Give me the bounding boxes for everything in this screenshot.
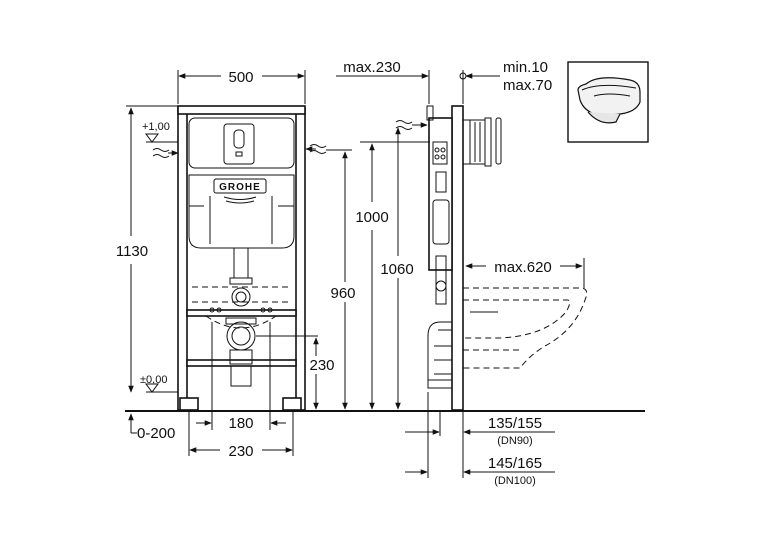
wall-hung-toilet-icon xyxy=(567,61,649,143)
grohe-logo: GROHE xyxy=(219,182,261,193)
dim-wall-thickness xyxy=(459,70,500,104)
dim-1000 xyxy=(360,141,430,410)
front-pipework xyxy=(192,247,290,387)
bowl-projection-label: max.620 xyxy=(494,259,552,276)
h960-label: 960 xyxy=(330,285,355,302)
height-label: 1130 xyxy=(116,243,148,260)
dim-bolt-180 xyxy=(196,345,286,430)
front-water-inlets xyxy=(152,144,352,158)
pipe100-label: 145/165 xyxy=(488,455,542,472)
dim-height-1130 xyxy=(126,105,178,393)
max-depth-label: max.230 xyxy=(343,59,401,76)
level-top-label: +1,00 xyxy=(142,121,170,133)
adjust-label: 0-200 xyxy=(137,425,175,442)
dim-width-500 xyxy=(177,70,306,104)
dim-adjust-0-200 xyxy=(128,413,137,434)
bolt-spacing-label: 180 xyxy=(228,415,253,432)
pipe90-label: 135/155 xyxy=(488,415,542,432)
drain-height-label: 230 xyxy=(309,357,334,374)
wall-max-label: max.70 xyxy=(503,77,552,94)
pipe100-dn-label: (DN100) xyxy=(494,475,536,487)
h1060-label: 1060 xyxy=(380,261,413,278)
dim-max230 xyxy=(336,70,430,104)
pipe90-dn-label: (DN90) xyxy=(497,435,532,447)
side-wall-plate xyxy=(462,117,502,167)
h1000-label: 1000 xyxy=(355,209,388,226)
dim-pipe-offsets xyxy=(405,392,555,478)
dim-foot-230 xyxy=(188,412,294,456)
dim-drain-230 xyxy=(256,335,319,410)
front-frame xyxy=(177,105,306,411)
wall-min-label: min.10 xyxy=(503,59,548,76)
cistern xyxy=(188,117,295,249)
level-markers xyxy=(145,133,178,393)
level-bottom-label: ±0,00 xyxy=(140,374,167,386)
foot-spacing-label: 230 xyxy=(228,443,253,460)
dim-max620 xyxy=(465,258,585,288)
side-frame xyxy=(426,105,464,411)
side-water-inlet xyxy=(395,120,428,130)
width-label: 500 xyxy=(228,69,253,86)
wall-bowl-dashed xyxy=(463,287,588,369)
